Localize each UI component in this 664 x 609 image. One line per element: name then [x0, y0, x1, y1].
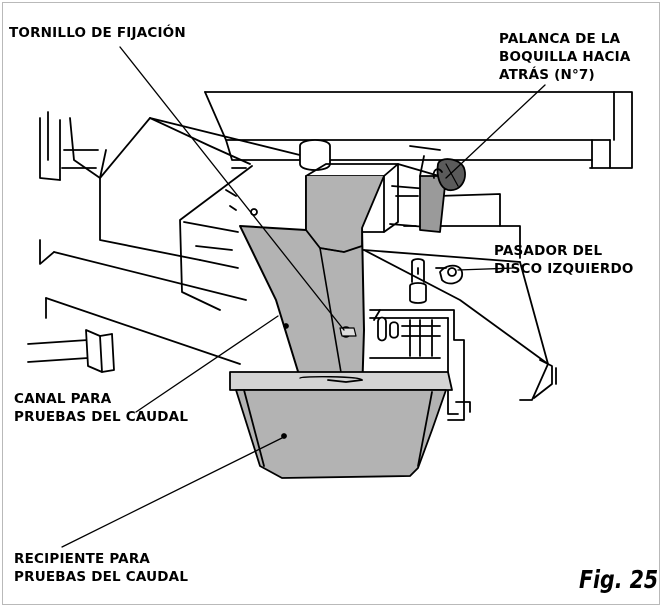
label-line: CANAL PARA — [14, 391, 112, 407]
label-line: TORNILLO DE FIJACIÓN — [9, 25, 186, 41]
label-line: ATRÁS (N°7) — [499, 67, 595, 83]
label-line: BOQUILLA HACIA — [499, 49, 631, 65]
label-line: DISCO IZQUIERDO — [494, 261, 634, 277]
label-line: PALANCA DE LA — [499, 31, 621, 47]
leader-lines — [61, 46, 546, 548]
nozzle-lever — [409, 145, 466, 233]
flow-test-chute — [239, 175, 385, 403]
label-pasador-disco: PASADOR DEL DISCO IZQUIERDO — [494, 242, 634, 278]
label-tornillo-fijacion: TORNILLO DE FIJACIÓN — [9, 24, 186, 42]
label-canal-pruebas: CANAL PARA PRUEBAS DEL CAUDAL — [14, 390, 188, 426]
label-recipiente-pruebas: RECIPIENTE PARA PRUEBAS DEL CAUDAL — [14, 550, 188, 586]
label-palanca-boquilla: PALANCA DE LA BOQUILLA HACIA ATRÁS (N°7) — [499, 30, 631, 84]
label-line: RECIPIENTE PARA — [14, 551, 151, 567]
label-line: PRUEBAS DEL CAUDAL — [14, 569, 189, 585]
label-line: PRUEBAS DEL CAUDAL — [14, 409, 189, 425]
chassis-lines — [27, 91, 633, 421]
figure-number: Fig. 25 — [579, 565, 659, 594]
label-line: PASADOR DEL — [494, 243, 603, 259]
flow-test-container — [229, 371, 453, 479]
